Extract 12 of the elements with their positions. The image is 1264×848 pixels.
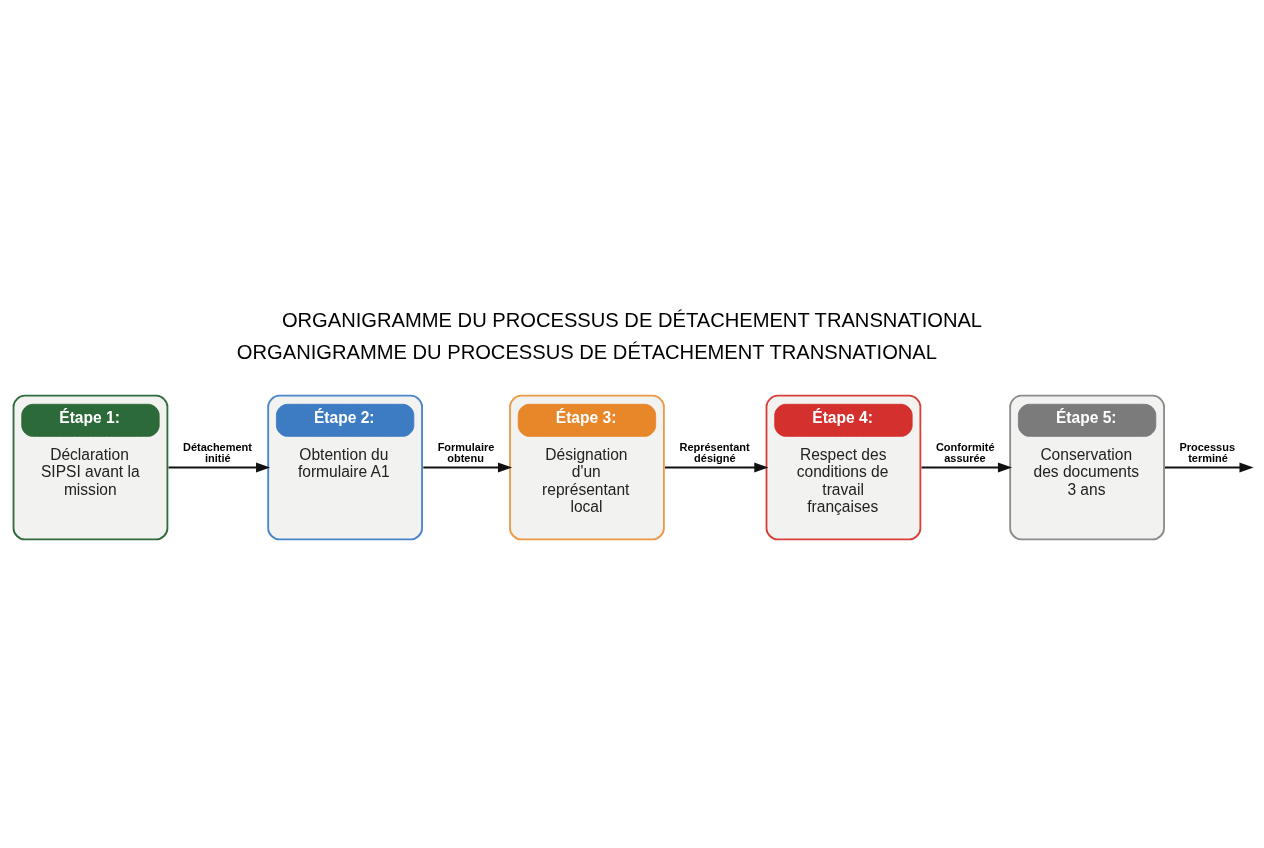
- edge-label: Formulaire obtenu: [437, 440, 495, 464]
- label: ORGANIGRAMME DU PROCESSUS DE DÉTACHEMENT TRANSNATIONAL: [236, 340, 938, 363]
- arrow: [1165, 462, 1254, 473]
- arrow: [168, 462, 271, 473]
- edge-label: Processus terminé: [1179, 440, 1236, 464]
- diagram-title: ORGANIGRAMME DU PROCESSUS DE DÉTACHEMENT TRANSNATIONAL: [281, 309, 983, 332]
- edge-label: Représentant désigné: [679, 440, 750, 464]
- arrow: [423, 462, 513, 473]
- arrow: [921, 462, 1013, 473]
- arrow: [664, 462, 769, 473]
- edge-label: Conformité assurée: [935, 440, 995, 464]
- edge-label: Détachement initié: [182, 440, 252, 464]
